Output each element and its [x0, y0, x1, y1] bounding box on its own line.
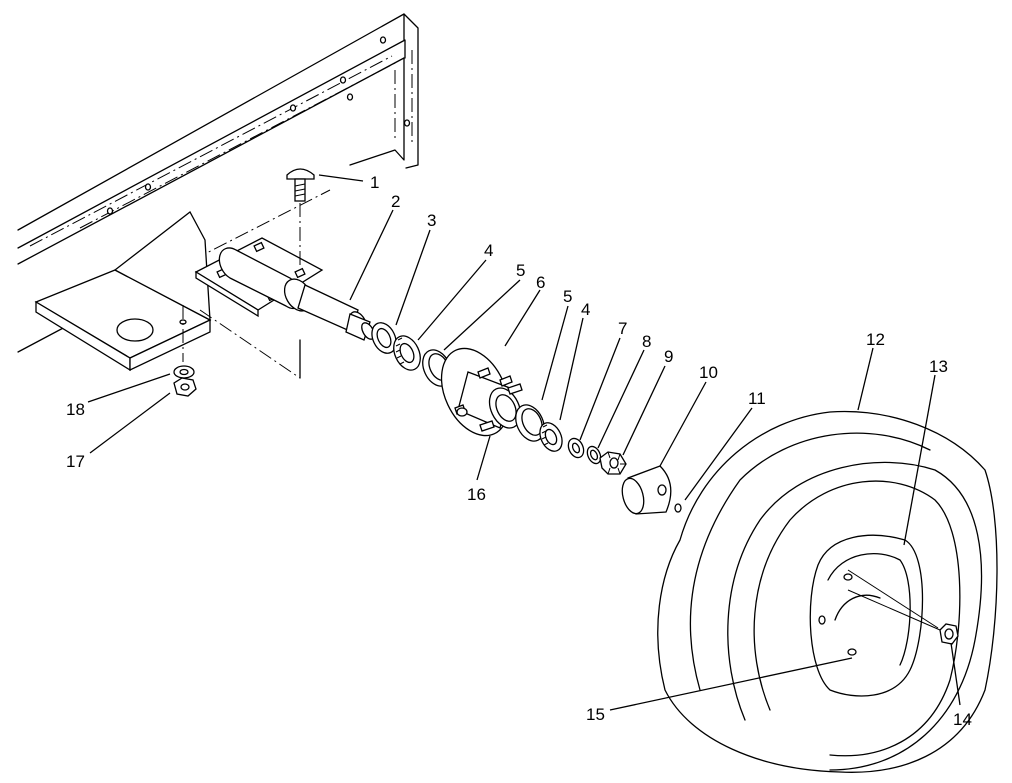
callout-13: 13	[929, 357, 948, 376]
nut-retainer	[586, 445, 602, 465]
callout-18: 18	[66, 400, 85, 419]
callout-16: 16	[467, 485, 486, 504]
hub	[440, 347, 523, 437]
callout-2: 2	[391, 192, 400, 211]
bearing-cone-inner	[393, 335, 421, 371]
callout-1: 1	[370, 173, 379, 192]
lug-nut	[939, 623, 959, 645]
callouts: 1 2 3 4 5 6 5 4 7 8 9 10 11 12 13 14 15 …	[66, 173, 972, 729]
leader-lines	[87, 174, 961, 711]
flat-washer	[173, 365, 195, 379]
lock-nut	[173, 377, 197, 397]
bearing-cone-outer	[539, 422, 563, 452]
callout-4a: 4	[484, 241, 493, 260]
callout-7: 7	[618, 319, 627, 338]
carriage-bolt	[286, 168, 315, 265]
callout-14: 14	[953, 710, 972, 729]
callout-8: 8	[642, 332, 651, 351]
callout-12: 12	[866, 330, 885, 349]
mounting-bracket	[34, 211, 301, 379]
grease-fitting	[674, 503, 682, 513]
wheel-tire	[657, 410, 998, 773]
bearing-cup-outer	[515, 404, 545, 442]
callout-5a: 5	[516, 261, 525, 280]
castle-nut	[599, 451, 627, 475]
callout-15: 15	[586, 705, 605, 724]
callout-11: 11	[748, 389, 766, 408]
spindle-assembly	[194, 237, 375, 341]
callout-3: 3	[427, 211, 436, 230]
callout-9: 9	[664, 347, 673, 366]
callout-6: 6	[536, 273, 545, 292]
washer	[567, 437, 585, 459]
callout-5b: 5	[563, 287, 572, 306]
dust-cap	[621, 465, 672, 515]
seal	[371, 322, 397, 354]
callout-10: 10	[699, 363, 718, 382]
callout-4b: 4	[581, 300, 590, 319]
callout-17: 17	[66, 452, 85, 471]
